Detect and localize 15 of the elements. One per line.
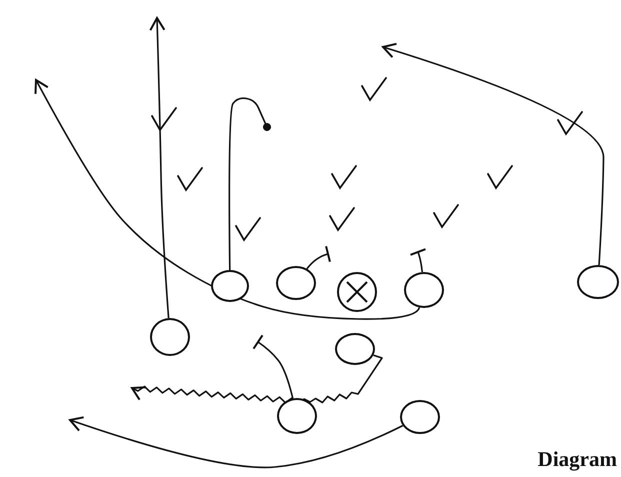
- player-oval: [400, 400, 440, 434]
- route-arrow: [131, 354, 383, 404]
- center-player-circle: [337, 272, 377, 312]
- player-oval: [577, 265, 619, 299]
- route-arrow: [382, 42, 604, 266]
- player-oval: [404, 272, 444, 308]
- route-arrow: [149, 17, 170, 318]
- player-oval: [335, 333, 375, 365]
- diagram-caption: Diagram: [538, 446, 617, 473]
- player-oval: [276, 266, 316, 300]
- player-oval: [211, 270, 249, 302]
- player-oval: [277, 398, 317, 434]
- route-arrow: [34, 79, 420, 320]
- route-arrow: [69, 416, 404, 468]
- player-oval: [150, 318, 190, 356]
